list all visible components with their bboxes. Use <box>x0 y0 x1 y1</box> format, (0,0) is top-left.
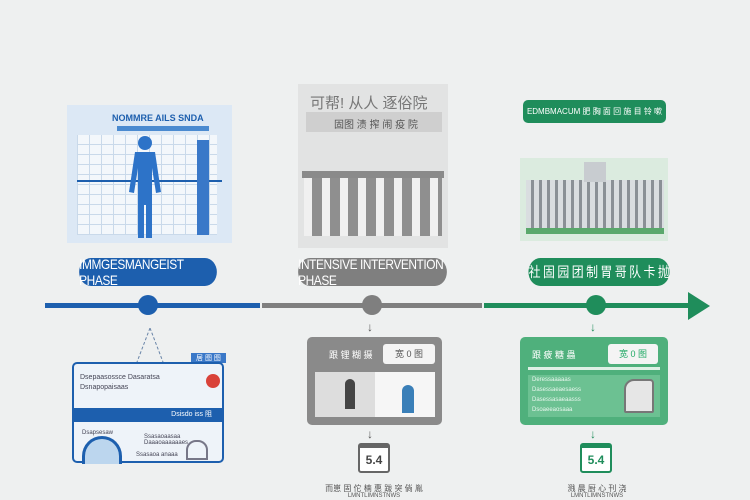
arrow-down-icon: ↓ <box>590 320 596 334</box>
panel-subtitle: 固图 渍 搾 闹 疫 院 <box>334 120 418 131</box>
card-note: Ssasaoaasaa Daaaoaaaaaaes <box>144 434 189 446</box>
card-line: Dsepaasossce Dasaratsa <box>80 374 160 381</box>
caption: 而崽 固 佗 楠 惠 跋 突 倘 胤 <box>325 484 423 493</box>
device-icon <box>624 379 654 413</box>
community-card: 跟 疲 糖 蟲 宽 0 图 Deressaaaaas Dasessaeaesae… <box>520 337 668 425</box>
building <box>526 180 664 232</box>
title-underline <box>117 126 209 131</box>
therapy-photo <box>315 372 435 417</box>
phase-label-assessment: IMMGESMANGEIST PHASE <box>79 256 217 288</box>
caption: LMNTLIMNSTNWS <box>570 493 624 499</box>
hospital-panel: 可帮! 从人 逐俗院 固图 渍 搾 闹 疫 院 <box>298 84 448 248</box>
timeline-node <box>586 295 606 315</box>
connector-lines <box>136 328 164 362</box>
panel-title: EDMBMACUM 肥 胸 面 回 施 目 铃 嗽 <box>526 107 663 116</box>
assessment-card: Dsepaasossce Dasaratsa Dsnapopaisaas Dsi… <box>72 362 224 464</box>
panel-title: 可帮! 从人 逐俗院 <box>310 95 428 112</box>
timeline-node <box>138 295 158 315</box>
caption: 溅 晨 厨 心 刊 浇 <box>567 484 627 493</box>
card-line: Dasessasaeaasss <box>532 397 581 403</box>
card-title: 跟 疲 糖 蟲 <box>532 350 576 360</box>
person-figure <box>345 379 355 409</box>
hedge <box>526 228 664 234</box>
timeline-arrowhead-icon <box>688 292 710 320</box>
tower <box>584 162 606 182</box>
card-line: Dsnapopaisaas <box>80 384 129 391</box>
card-tag: 居 图 图 <box>191 353 226 363</box>
card-band: Dsisdo iss 阻 <box>74 408 222 422</box>
timeline-node <box>362 295 382 315</box>
card-note: Dsapsesaw <box>82 430 114 436</box>
phase-label-intervention: INTENSIVE INTERVENTION PHASE <box>298 256 447 288</box>
calendar-icon: 5.4 <box>358 443 390 473</box>
card-band-text: Dsisdo iss 阻 <box>171 411 212 418</box>
lung-icon <box>82 436 122 464</box>
roof <box>302 171 444 178</box>
human-body-icon <box>129 136 161 238</box>
card-note: Ssasaoa anaaa <box>136 452 178 458</box>
caption: LMNTLIMNSTNWS <box>347 493 401 499</box>
calendar-icon: 5.4 <box>580 443 612 473</box>
subtitle-band <box>306 112 442 132</box>
red-seal-icon <box>206 374 220 388</box>
card-badge: 宽 0 图 <box>383 344 435 364</box>
card-title: 跟 锂 糊 摄 <box>329 350 373 360</box>
body-chart-panel: NOMMRE AILS SNDA <box>67 105 232 243</box>
phase-label-community: 社 固 园 团 制 胃 哥 队 卡 抛 <box>528 258 670 286</box>
intervention-card: 跟 锂 糊 摄 宽 0 图 <box>307 337 442 425</box>
card-badge: 宽 0 图 <box>608 344 658 364</box>
data-column <box>197 140 209 235</box>
community-building-panel <box>520 158 668 241</box>
arrow-down-icon: ↓ <box>367 427 373 441</box>
card-line: Dasessaeaesaess <box>532 387 582 393</box>
card-line: Dsoaeeaosaaa <box>532 407 573 413</box>
phase3-title-pill: EDMBMACUM 肥 胸 面 回 施 目 铃 嗽 <box>523 100 666 123</box>
person-figure <box>402 385 414 413</box>
arrow-down-icon: ↓ <box>590 427 596 441</box>
card-line: Deressaaaaas <box>532 377 571 383</box>
building-facade <box>304 178 442 236</box>
arrow-down-icon: ↓ <box>367 320 373 334</box>
device-icon <box>186 440 208 460</box>
divider <box>528 367 660 370</box>
panel-title: NOMMRE AILS SNDA <box>112 113 204 123</box>
